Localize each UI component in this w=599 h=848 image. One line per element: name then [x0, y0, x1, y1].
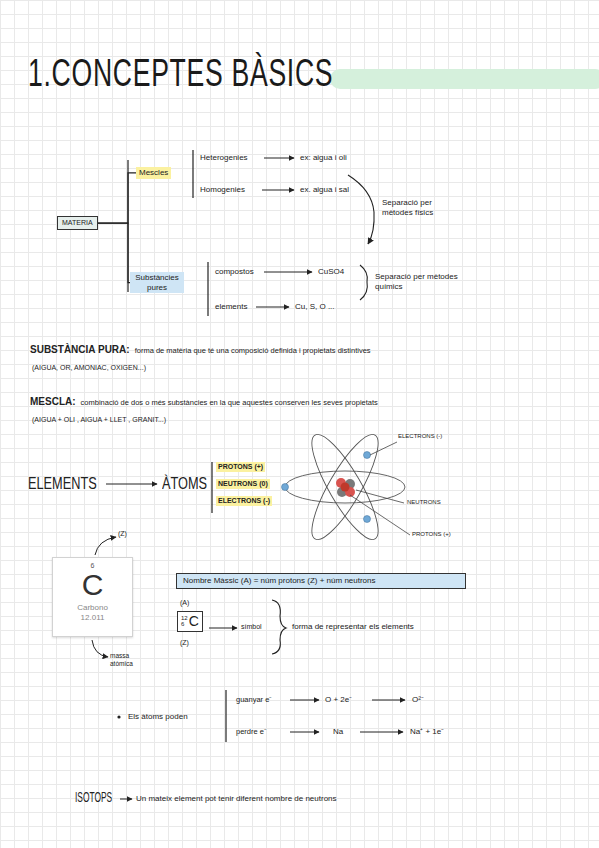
box-text: Carbono	[77, 603, 108, 613]
note-text: Separació per mètodes físics	[382, 198, 460, 217]
note-text: combinació de dos o més substàncies en l…	[81, 398, 378, 407]
tree-connector	[98, 173, 136, 223]
title-highlight	[330, 69, 599, 89]
box-text: Substàncies pures	[133, 273, 181, 292]
leader-lines	[350, 442, 410, 535]
concept-box: PROTONS (+)	[216, 462, 265, 472]
box-text: NEUTRONS (0)	[218, 480, 268, 487]
note-text: massa atòmica	[110, 652, 152, 668]
element-card: 6C Carbono12.011	[52, 557, 133, 637]
box-text: 12.011	[81, 613, 105, 623]
note-text: (AIGUA, OR, AMONIAC, OXIGEN...)	[32, 364, 146, 372]
note-text: Na⁺ + 1e⁻	[410, 727, 444, 737]
note-text: ELECTRONS (-)	[398, 433, 442, 440]
note-text: elements	[215, 302, 247, 312]
concept-box: Substàncies pures	[130, 272, 184, 293]
note-text: PROTONS (+)	[412, 531, 451, 538]
note-text: forma de matèria que té una composició d…	[135, 346, 371, 355]
box-text: PROTONS (+)	[218, 463, 263, 470]
note-text: Homogenies	[200, 185, 245, 195]
note-text: ex: aigua i oli	[300, 153, 347, 163]
note-text: SUBSTÀNCIA PURA:	[30, 344, 130, 356]
note-text: O + 2e⁻	[325, 695, 352, 705]
note-text: Na	[333, 727, 343, 737]
bracket-lines	[128, 150, 226, 742]
atom-illustration	[282, 427, 406, 547]
note-text: forma de representar els elements	[292, 622, 414, 632]
concept-box: ELECTRONS (-)	[216, 496, 272, 506]
note-text: ISOTOPS	[75, 789, 112, 806]
concept-box: NEUTRONS (0)	[216, 479, 270, 489]
box-text: C	[189, 613, 199, 630]
note-text: (AIGUA + OLI , AIGUA + LLET , GRANIT...)	[32, 416, 166, 424]
note-text: ÀTOMS	[162, 474, 207, 494]
bullet	[117, 715, 120, 718]
note-text: O²⁻	[412, 695, 424, 705]
note-text: compostos	[215, 267, 254, 277]
note-text: Cu, S, O ...	[295, 302, 335, 312]
note-text: Un mateix element pot tenir diferent nom…	[136, 794, 337, 804]
box-text: C	[82, 570, 104, 600]
concept-box: Mescles	[136, 167, 171, 179]
note-text: Separació per mètodes químics	[375, 272, 465, 291]
arrows	[106, 158, 405, 799]
box-text: 6	[91, 562, 95, 570]
number-stack: 126	[181, 615, 188, 627]
symbol-box: 126C	[177, 611, 203, 632]
tree-connector	[98, 223, 130, 282]
note-text: Els àtoms poden	[128, 712, 188, 722]
box-text: Nombre Màssic (A) = núm protons (Z) + nú…	[183, 576, 376, 585]
box-text: 12	[181, 615, 188, 621]
note-text: (Z)	[180, 639, 189, 647]
note-text: Heterogenies	[200, 153, 248, 163]
note-text: perdre e⁻	[236, 727, 267, 736]
concept-box: MATERIA	[57, 216, 98, 230]
page-title: 1.CONCEPTES BÀSICS	[28, 52, 333, 95]
concept-box: Nombre Màssic (A) = núm protons (Z) + nú…	[176, 573, 466, 589]
box-text: ELECTRONS (-)	[218, 497, 270, 504]
box-text: Mescles	[139, 168, 168, 177]
box-text: MATERIA	[62, 219, 93, 226]
note-text: ex. aigua i sal	[300, 185, 349, 195]
note-text: (A)	[180, 599, 189, 607]
note-text: símbol	[241, 623, 262, 631]
note-text: NEUTRONS	[407, 499, 441, 506]
box-text: 6	[181, 621, 188, 627]
note-text: guanyar e⁻	[236, 695, 272, 704]
note-text: (Z)	[118, 530, 127, 538]
note-text: MESCLA:	[30, 396, 76, 408]
note-text: ELEMENTS	[28, 474, 97, 494]
note-text: CuSO4	[318, 267, 344, 277]
